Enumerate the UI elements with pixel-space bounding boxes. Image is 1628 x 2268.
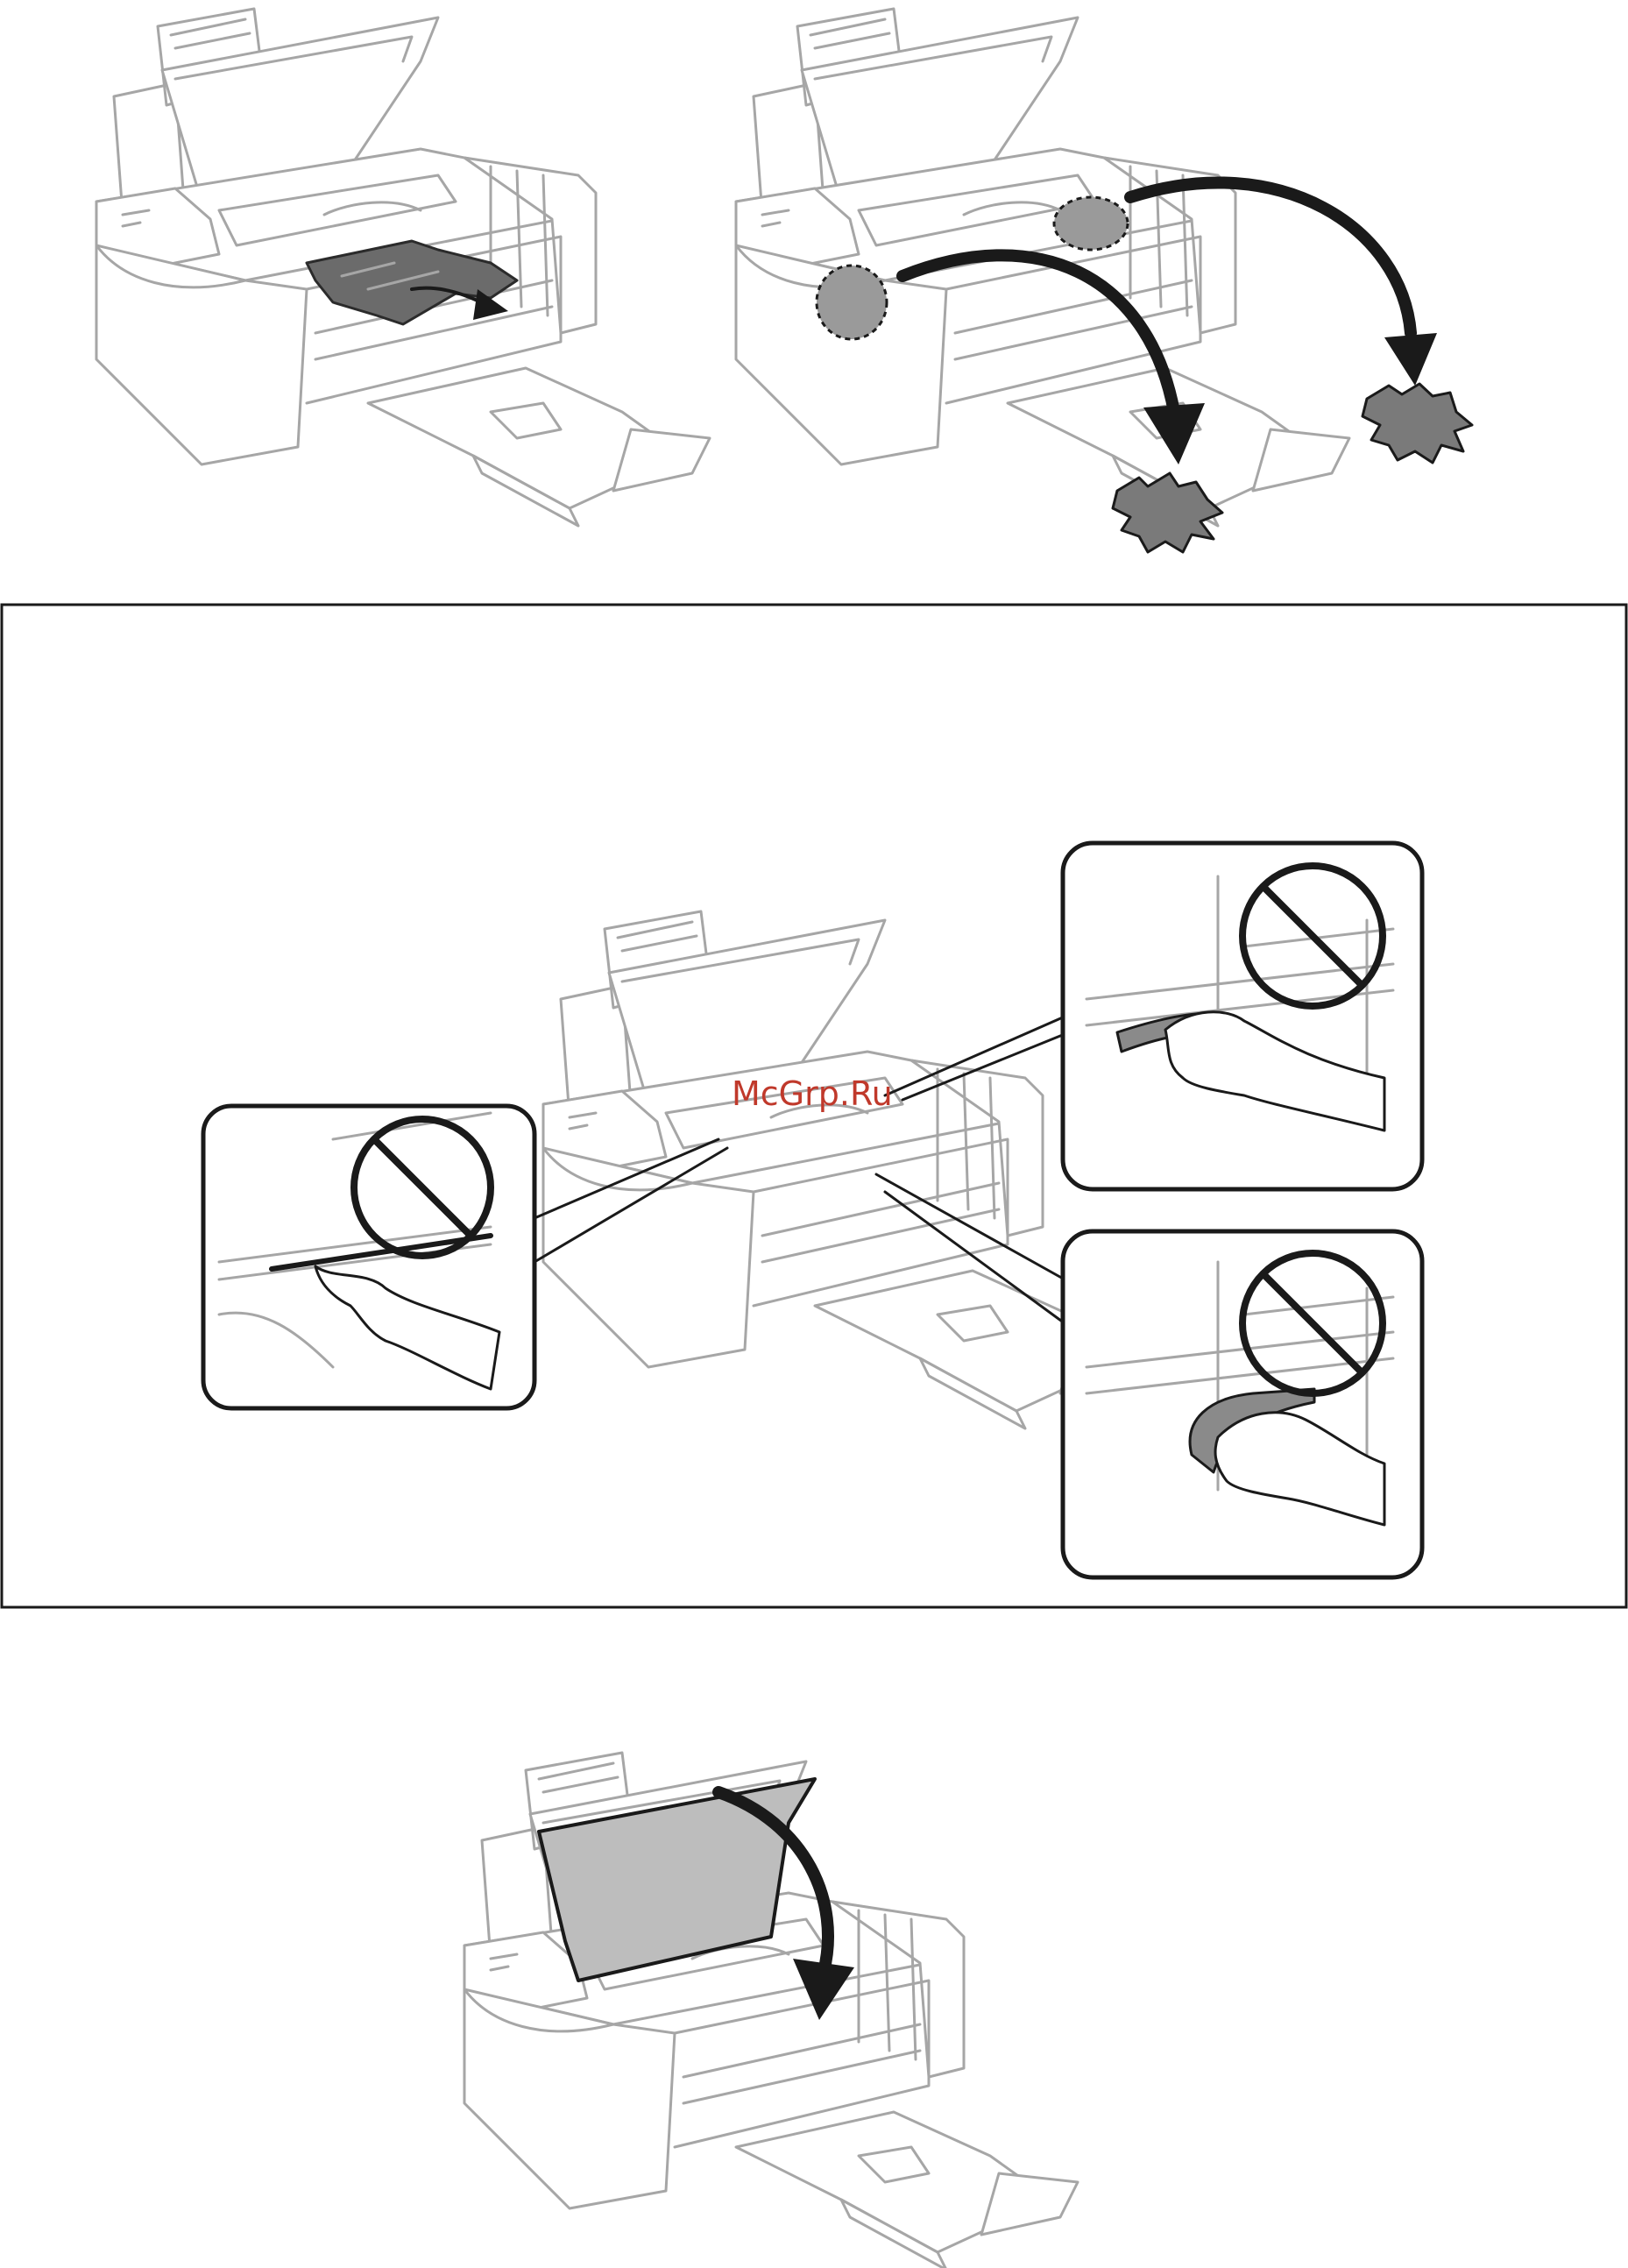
curved-arrow-icon bbox=[896, 249, 1180, 418]
jammed-paper bbox=[305, 239, 519, 326]
prohibition-sign-icon bbox=[350, 1116, 494, 1259]
prohibition-sign-icon bbox=[1239, 1250, 1386, 1397]
prohibition-sign-icon bbox=[1239, 862, 1386, 1010]
step-remove-torn-pieces bbox=[734, 7, 1474, 554]
curved-arrow-icon bbox=[1124, 176, 1417, 339]
callout-right-bottom-do-not-touch-roller bbox=[1060, 1229, 1425, 1580]
crumpled-paper-icon bbox=[1361, 382, 1474, 464]
step-close-cover bbox=[463, 1751, 1079, 2268]
callout-right-top-do-not-touch-roller bbox=[1060, 840, 1425, 1192]
hand-icon bbox=[1214, 1411, 1386, 1527]
callout-left-do-not-touch-cable bbox=[201, 1103, 537, 1411]
caution-frame bbox=[0, 603, 1628, 1609]
torn-paper-bit bbox=[1052, 195, 1129, 252]
torn-paper-bit bbox=[815, 264, 888, 341]
step-remove-jammed-paper bbox=[95, 7, 711, 528]
watermark-text: McGrp.Ru bbox=[732, 1074, 893, 1113]
closing-cover bbox=[537, 1777, 817, 1982]
curved-arrow-icon bbox=[712, 1786, 834, 1978]
hand-icon bbox=[1164, 1010, 1386, 1132]
crumpled-paper-icon bbox=[1111, 471, 1224, 554]
hand-icon bbox=[314, 1265, 501, 1391]
